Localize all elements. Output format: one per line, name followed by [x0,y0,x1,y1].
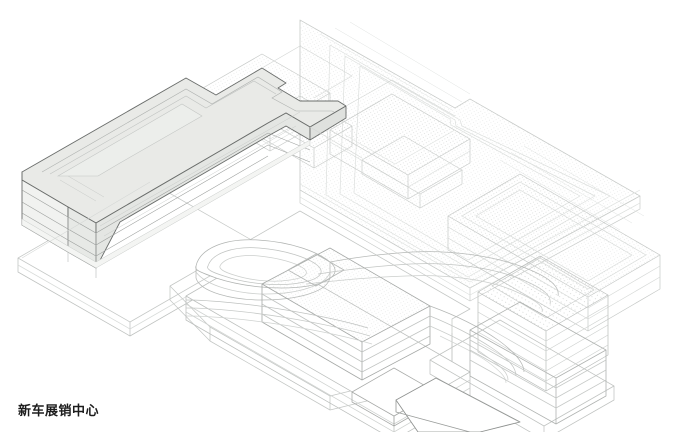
highlight-arm-end-face [309,105,347,141]
east-bar-volume [447,173,661,332]
east-tower-block [477,255,609,392]
north-sliver-block [361,135,463,209]
south-east-ramp-sweep [429,305,525,384]
foreground-connector-lines [21,20,456,259]
highlighted-exhibition-center-volume[interactable] [21,67,347,278]
highlight-side-ridges [99,111,301,237]
south-corner-plate [395,377,521,432]
south-east-stack-block [469,301,607,425]
highlight-roof-inner-b [59,175,105,202]
south-west-curved-wing [185,299,373,345]
figure-caption: 新车展销中心 [18,404,100,419]
mid-north-slab [329,93,471,200]
highlight-base-shadow [21,139,311,269]
highlight-roof-inner-a [49,80,277,175]
highlight-roof-recess [56,103,203,177]
